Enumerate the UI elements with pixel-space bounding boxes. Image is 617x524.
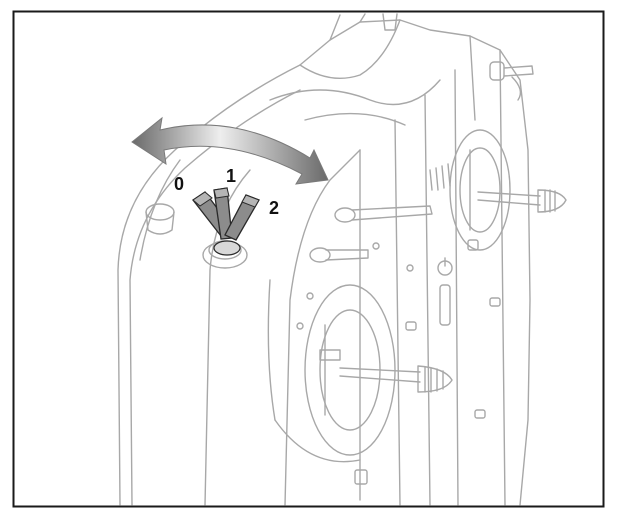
diagram-frame (12, 10, 605, 508)
transmitter-body (117, 13, 567, 506)
position-label-1: 1 (226, 166, 236, 186)
three-position-switch (192, 187, 260, 256)
position-label-2: 2 (269, 198, 279, 218)
position-label-0: 0 (174, 174, 184, 194)
rotation-arrow (131, 116, 329, 185)
